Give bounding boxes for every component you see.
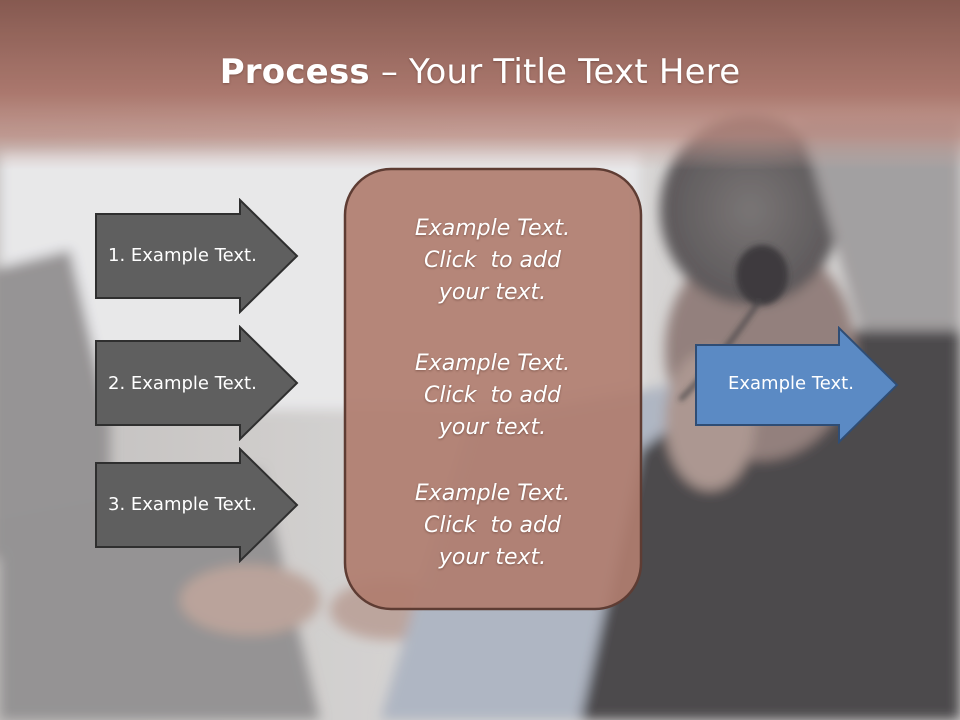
- left-arrow-2-label: 2. Example Text.: [108, 373, 257, 394]
- center-text-3-line-3: your text.: [438, 545, 547, 570]
- center-text-3-line-2: Click to add: [424, 513, 561, 538]
- center-text-block-3: Example Text. Click to add your text.: [345, 478, 640, 574]
- right-arrow[interactable]: [694, 326, 900, 444]
- slide-title: Process – Your Title Text Here: [0, 52, 960, 92]
- center-text-2-line-2: Click to add: [424, 383, 561, 408]
- center-text-2-line-3: your text.: [438, 415, 547, 440]
- right-arrow-label: Example Text.: [728, 373, 854, 394]
- left-arrow-2[interactable]: [94, 325, 300, 441]
- left-arrow-3-label: 3. Example Text.: [108, 494, 257, 515]
- title-rest: – Your Title Text Here: [369, 52, 741, 92]
- center-text-1-line-1: Example Text.: [414, 216, 571, 241]
- center-box[interactable]: [343, 167, 643, 611]
- center-text-block-2: Example Text. Click to add your text.: [345, 348, 640, 444]
- center-text-3-line-1: Example Text.: [414, 481, 571, 506]
- center-text-1-line-3: your text.: [438, 280, 547, 305]
- center-text-2-line-1: Example Text.: [414, 351, 571, 376]
- center-text-1-line-2: Click to add: [424, 248, 561, 273]
- left-arrow-3[interactable]: [94, 447, 300, 563]
- title-bold: Process: [219, 52, 370, 92]
- left-arrow-1[interactable]: [94, 198, 300, 314]
- left-arrow-1-label: 1. Example Text.: [108, 245, 257, 266]
- center-text-block-1: Example Text. Click to add your text.: [345, 213, 640, 309]
